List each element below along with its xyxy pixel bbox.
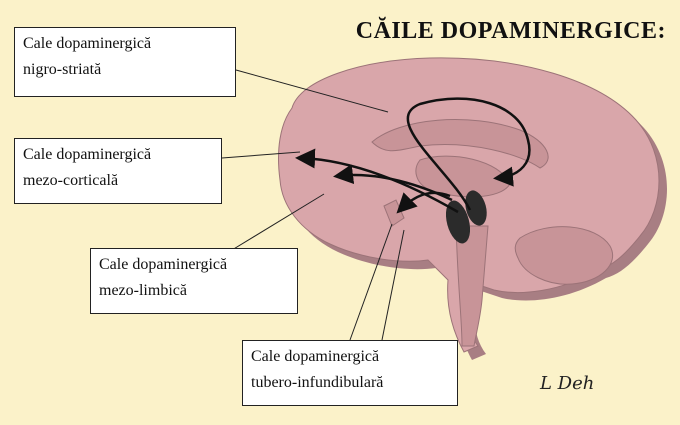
page-title: CĂILE DOPAMINERGICE: — [356, 18, 666, 45]
label-line: Cale dopaminergică — [23, 142, 213, 168]
label-line: nigro-striată — [23, 57, 227, 83]
label-tubero-infundibulara: Cale dopaminergică tubero-infundibulară — [242, 340, 458, 406]
label-nigro-striata: Cale dopaminergică nigro-striată — [14, 27, 236, 97]
label-line: mezo-limbică — [99, 278, 289, 304]
label-line: tubero-infundibulară — [251, 370, 449, 396]
author-signature: L Deh — [540, 373, 594, 394]
label-mezo-limbica: Cale dopaminergică mezo-limbică — [90, 248, 298, 314]
label-mezo-corticala: Cale dopaminergică mezo-corticală — [14, 138, 222, 204]
label-line: Cale dopaminergică — [23, 31, 227, 57]
label-line: Cale dopaminergică — [251, 344, 449, 370]
label-line: mezo-corticală — [23, 168, 213, 194]
label-line: Cale dopaminergică — [99, 252, 289, 278]
